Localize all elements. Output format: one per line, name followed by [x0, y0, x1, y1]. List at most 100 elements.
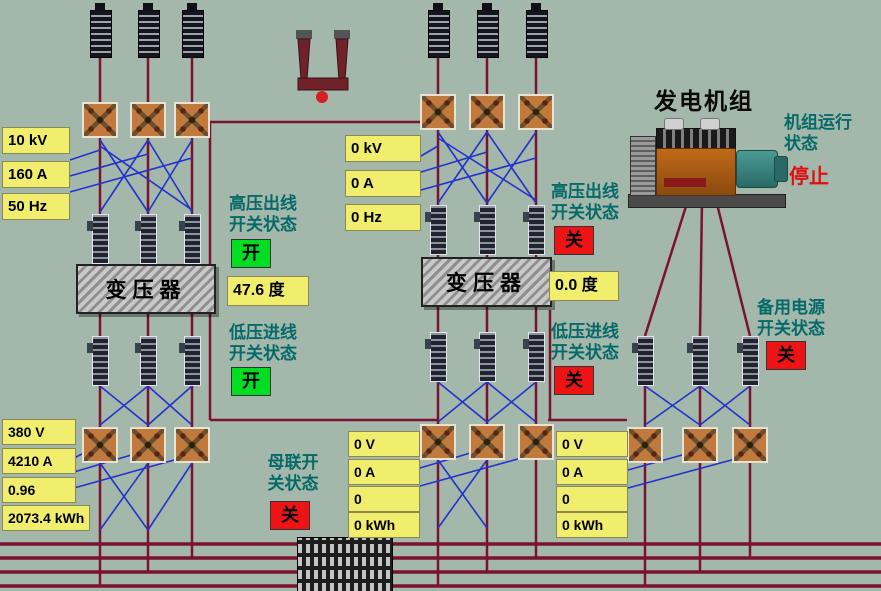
meter-lv2b-current: 0 A [556, 459, 628, 485]
instrument-wires [69, 131, 751, 531]
ct-device-icon[interactable] [174, 427, 210, 463]
generator-valve-cap [664, 118, 684, 130]
label-generator-run: 机组运行 状态 [784, 112, 852, 154]
ct-device-icon[interactable] [130, 102, 166, 138]
status-lv-in-2[interactable]: 关 [554, 366, 594, 395]
label-lv-in-2: 低压进线 开关状态 [551, 321, 619, 363]
lv-breaker-icon[interactable] [474, 332, 496, 382]
meter-hv2-frequency: 0 Hz [345, 204, 421, 231]
label-line: 低压进线 [229, 323, 297, 342]
label-line: 备用电源 [757, 298, 825, 317]
status-hv-out-2[interactable]: 关 [554, 226, 594, 255]
hv-breaker-icon[interactable] [523, 205, 545, 255]
ct-device-icon[interactable] [82, 102, 118, 138]
label-line: 开关状态 [229, 215, 297, 234]
generator-run-status: 停止 [789, 166, 829, 188]
hv-breaker-icon[interactable] [425, 205, 447, 255]
generator-base [628, 194, 786, 208]
ct-device-icon[interactable] [420, 94, 456, 130]
meter-lv2a-voltage: 0 V [348, 431, 420, 457]
ct-device-icon[interactable] [82, 427, 118, 463]
meter-lv2b-energy: 0 kWh [556, 512, 628, 538]
lv-breaker-icon[interactable] [523, 332, 545, 382]
lv-breaker-icon[interactable] [135, 336, 157, 386]
meter-hv2-voltage: 0 kV [345, 135, 421, 162]
transformer-2[interactable]: 变压器 [421, 257, 552, 307]
label-line: 关状态 [267, 474, 319, 493]
meter-lv2a-energy: 0 kWh [348, 512, 420, 538]
meter-hv-current: 160 A [2, 161, 70, 188]
generator-engine[interactable] [656, 148, 736, 196]
breaker-icon[interactable] [138, 3, 160, 58]
meter-lv2b-pf: 0 [556, 486, 628, 512]
label-line: 开关状态 [229, 344, 297, 363]
meter-hv-voltage: 10 kV [2, 127, 70, 154]
backup-breaker-icon[interactable] [687, 336, 709, 386]
label-bus-tie: 母联开 关状态 [255, 452, 331, 494]
breaker-icon[interactable] [182, 3, 204, 58]
ct-device-icon[interactable] [469, 94, 505, 130]
status-hv-out-1[interactable]: 开 [231, 239, 271, 268]
ct-device-icon[interactable] [732, 427, 768, 463]
label-line: 开关状态 [757, 319, 825, 338]
meter-lv-pf: 0.96 [2, 477, 76, 503]
meter-lv-current: 4210 A [2, 448, 76, 474]
breaker-icon[interactable] [526, 3, 548, 58]
status-backup[interactable]: 关 [766, 341, 806, 370]
meter-lv2a-pf: 0 [348, 486, 420, 512]
status-lv-in-1[interactable]: 开 [231, 367, 271, 396]
lv-breaker-icon[interactable] [425, 332, 447, 382]
breaker-icon[interactable] [477, 3, 499, 58]
generator-title: 发电机组 [654, 88, 754, 114]
ct-device-icon[interactable] [130, 427, 166, 463]
label-line: 母联开 [267, 453, 319, 472]
meter-lv-energy: 2073.4 kWh [2, 505, 90, 531]
meter-hv2-current: 0 A [345, 170, 421, 197]
generator-radiator [630, 136, 656, 196]
meter-lv2a-current: 0 A [348, 459, 420, 485]
meter-lv-voltage: 380 V [2, 419, 76, 445]
label-line: 状态 [784, 134, 818, 153]
transformer-2-label: 变压器 [446, 272, 527, 295]
ct-device-icon[interactable] [174, 102, 210, 138]
transformer-1[interactable]: 变压器 [76, 264, 216, 314]
ct-device-icon[interactable] [518, 424, 554, 460]
label-line: 开关状态 [551, 203, 619, 222]
label-line: 高压出线 [229, 194, 297, 213]
transformer-1-temp: 47.6 度 [227, 276, 309, 306]
hv-breaker-icon[interactable] [179, 214, 201, 264]
lv-breaker-icon[interactable] [179, 336, 201, 386]
backup-breaker-icon[interactable] [632, 336, 654, 386]
breaker-icon[interactable] [428, 3, 450, 58]
meter-lv2b-voltage: 0 V [556, 431, 628, 457]
label-line: 开关状态 [551, 343, 619, 362]
backup-breaker-icon[interactable] [737, 336, 759, 386]
busbar-lines [0, 542, 881, 588]
lv-breaker-icon[interactable] [87, 336, 109, 386]
label-hv-out-1: 高压出线 开关状态 [229, 193, 297, 235]
label-backup-power: 备用电源 开关状态 [757, 297, 825, 339]
ct-device-icon[interactable] [469, 424, 505, 460]
generator-engine-stripe [664, 178, 706, 187]
switchgear-cabinet-icon [297, 537, 393, 591]
ct-device-icon[interactable] [682, 427, 718, 463]
meter-hv-frequency: 50 Hz [2, 193, 70, 220]
hook-icon [296, 30, 350, 103]
status-bus-tie[interactable]: 关 [270, 501, 310, 530]
ct-device-icon[interactable] [518, 94, 554, 130]
hv-breaker-icon[interactable] [87, 214, 109, 264]
generator-valve-cap [700, 118, 720, 130]
ct-device-icon[interactable] [420, 424, 456, 460]
hv-breaker-icon[interactable] [135, 214, 157, 264]
label-line: 高压出线 [551, 182, 619, 201]
transformer-2-temp: 0.0 度 [549, 271, 619, 301]
hv-breaker-icon[interactable] [474, 205, 496, 255]
label-line: 低压进线 [551, 322, 619, 341]
generator-alternator[interactable] [736, 150, 778, 188]
ct-device-icon[interactable] [627, 427, 663, 463]
label-line: 机组运行 [784, 113, 852, 132]
breaker-icon[interactable] [90, 3, 112, 58]
label-lv-in-1: 低压进线 开关状态 [229, 322, 297, 364]
transformer-1-label: 变压器 [105, 279, 187, 302]
